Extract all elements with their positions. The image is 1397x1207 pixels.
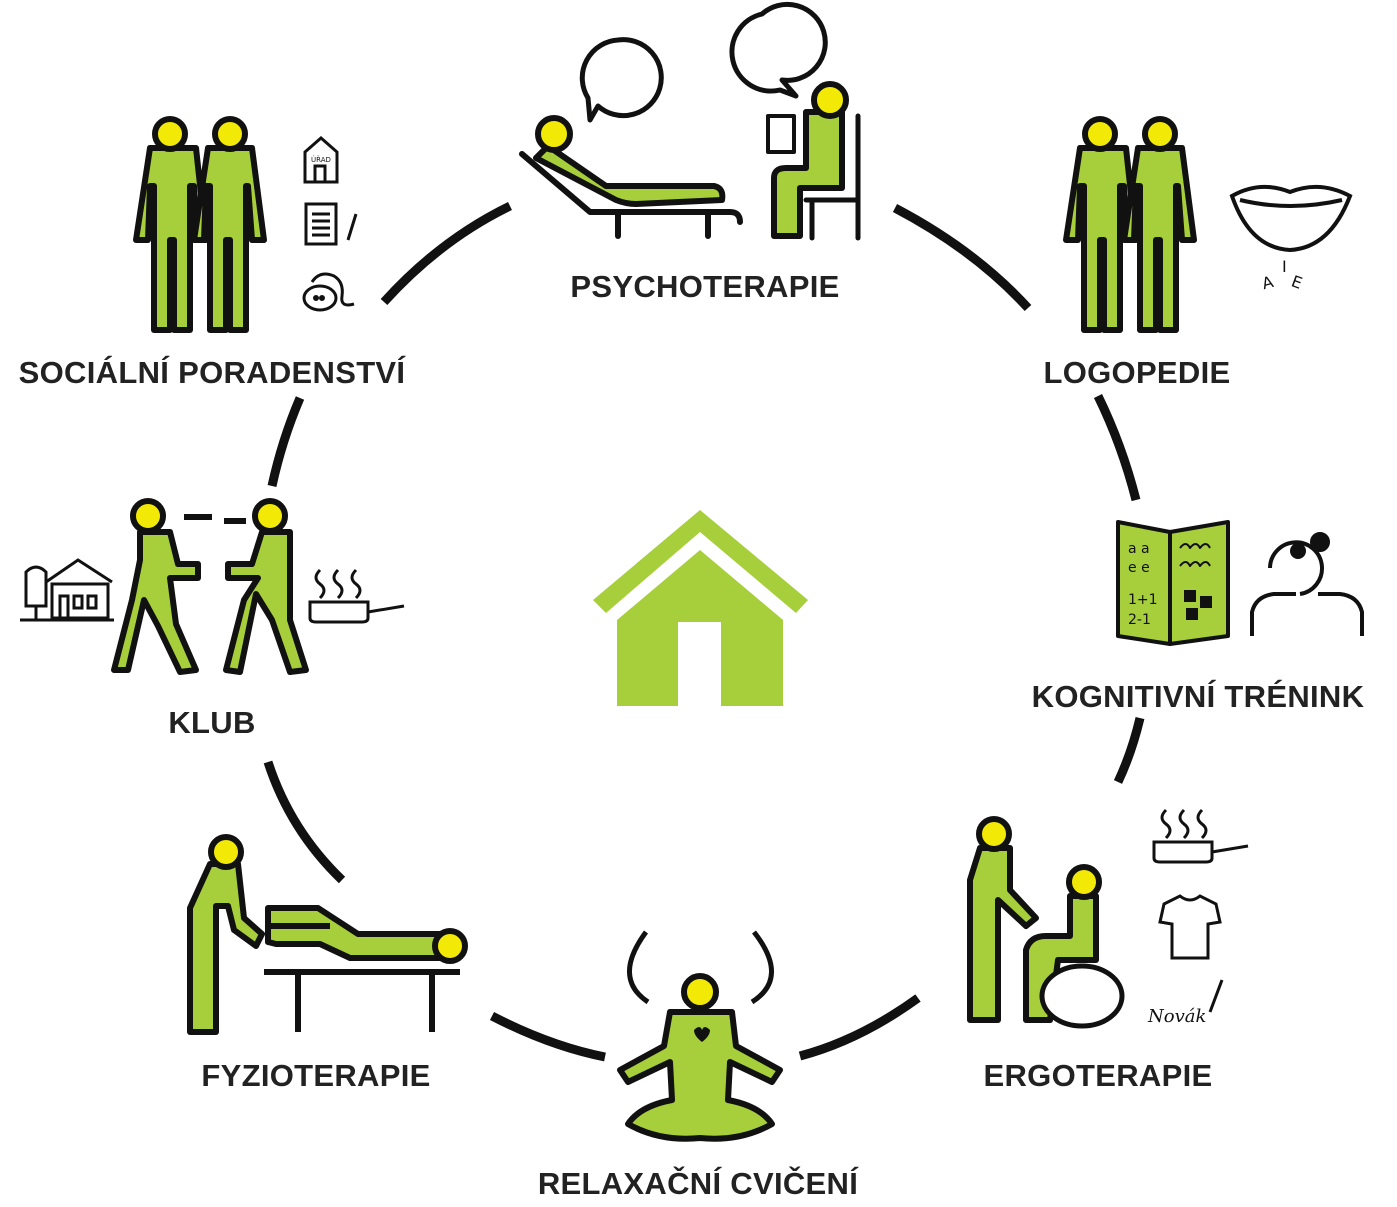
meditation-icon xyxy=(617,930,783,1142)
label-kognitivni-trenink: KOGNITIVNÍ TRÉNINK xyxy=(1032,679,1365,714)
ring xyxy=(263,201,1145,1062)
ring-arc-bottom-left xyxy=(489,1012,606,1062)
t-shirt-icon xyxy=(1158,894,1222,960)
two-walking-people-icon xyxy=(111,498,309,675)
office-building-icon: ÚŘAD xyxy=(303,136,339,184)
two-people-icon xyxy=(133,116,267,333)
label-psychoterapie: PSYCHOTERAPIE xyxy=(570,269,839,304)
house-icon xyxy=(593,510,808,706)
svg-text:e e: e e xyxy=(1128,560,1150,576)
cooking-pan-icon xyxy=(1152,808,1249,864)
ring-arc-left-lower xyxy=(263,760,346,884)
ring-arc-top-left xyxy=(380,201,512,306)
ring-arc-left-upper xyxy=(267,396,305,487)
label-fyzioterapie: FYZIOTERAPIE xyxy=(201,1058,430,1093)
ring-arc-bottom-right xyxy=(798,994,921,1061)
phone-icon xyxy=(302,272,355,312)
svg-text:A: A xyxy=(1260,272,1276,293)
mouth-vowels-icon: I A E xyxy=(1229,184,1353,293)
svg-text:2-1: 2-1 xyxy=(1128,612,1151,628)
club-house-icon xyxy=(20,558,114,622)
two-people-icon xyxy=(1063,116,1197,333)
cooking-pan-icon xyxy=(308,568,405,624)
label-relaxacni-cviceni: RELAXAČNÍ CVIČENÍ xyxy=(538,1165,859,1201)
svg-text:E: E xyxy=(1289,271,1305,292)
daily-tasks-icon xyxy=(967,816,1125,1029)
signature-icon: Novák xyxy=(1147,979,1224,1027)
svg-text:ÚŘAD: ÚŘAD xyxy=(311,155,331,164)
svg-text:1+1: 1+1 xyxy=(1128,592,1158,608)
therapist-couch-icon xyxy=(519,1,861,241)
svg-text:a a: a a xyxy=(1128,541,1150,557)
label-klub: KLUB xyxy=(168,705,255,740)
document-icon xyxy=(304,202,358,246)
label-logopedie: LOGOPEDIE xyxy=(1043,355,1230,390)
svg-text:I: I xyxy=(1282,257,1287,276)
learning-cards-icon: a a e e 1+1 2-1 xyxy=(1116,520,1230,646)
ring-arc-right-upper xyxy=(1093,394,1141,502)
ring-arc-right-lower xyxy=(1113,716,1145,784)
brain-gears-icon xyxy=(1250,532,1364,636)
massage-table-icon xyxy=(187,834,468,1035)
svg-text:Novák: Novák xyxy=(1147,1006,1206,1027)
label-ergoterapie: ERGOTERAPIE xyxy=(984,1058,1213,1093)
ring-arc-top-right xyxy=(892,204,1032,312)
label-socialni-poradenstvi: SOCIÁLNÍ PORADENSTVÍ xyxy=(19,355,407,390)
